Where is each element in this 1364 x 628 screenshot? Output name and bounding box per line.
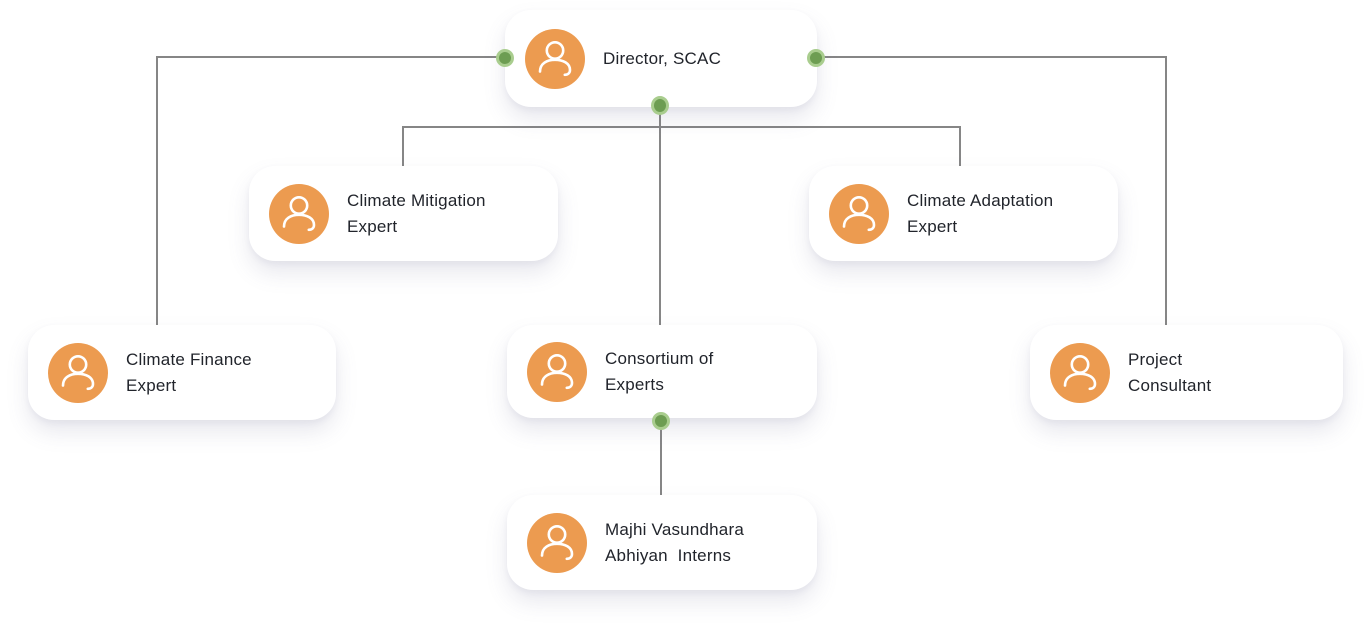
node-label: Project Consultant: [1128, 349, 1212, 395]
org-node-director[interactable]: Director, SCAC: [505, 10, 817, 107]
node-label: Consortium of Experts: [605, 348, 714, 394]
org-node-climate-adaptation-expert[interactable]: Climate Adaptation Expert: [809, 166, 1118, 261]
node-label: Climate Finance Expert: [126, 349, 252, 395]
person-avatar-icon: [48, 342, 108, 403]
org-node-climate-mitigation-expert[interactable]: Climate Mitigation Expert: [249, 166, 558, 261]
connector-line: [660, 420, 662, 495]
person-avatar-icon: [1050, 342, 1110, 403]
node-label: Majhi Vasundhara Abhiyan Interns: [605, 519, 744, 565]
connector-line: [1165, 56, 1167, 325]
connector-handle-consortium-bottom[interactable]: [652, 412, 670, 430]
connector-line: [402, 126, 961, 128]
connector-line: [816, 56, 1166, 58]
org-node-project-consultant[interactable]: Project Consultant: [1030, 325, 1343, 420]
connector-line: [659, 104, 661, 325]
person-avatar-icon: [527, 341, 587, 402]
person-avatar-icon: [829, 183, 889, 244]
connector-line: [402, 126, 404, 166]
node-label: Climate Adaptation Expert: [907, 190, 1054, 236]
person-avatar-icon: [269, 183, 329, 244]
connector-line: [156, 56, 158, 325]
node-label: Director, SCAC: [603, 48, 722, 68]
connector-line: [959, 126, 961, 166]
org-node-majhi-vasundhara-abhiyan-interns[interactable]: Majhi Vasundhara Abhiyan Interns: [507, 495, 817, 590]
connector-handle-director-bottom[interactable]: [651, 96, 669, 115]
person-avatar-icon: [525, 28, 585, 89]
org-node-consortium-of-experts[interactable]: Consortium of Experts: [507, 325, 817, 418]
person-avatar-icon: [527, 512, 587, 573]
node-label: Climate Mitigation Expert: [347, 190, 486, 236]
connector-line: [156, 56, 506, 58]
connector-handle-director-right[interactable]: [807, 49, 825, 67]
org-node-climate-finance-expert[interactable]: Climate Finance Expert: [28, 325, 336, 420]
connector-handle-director-left[interactable]: [496, 49, 514, 67]
